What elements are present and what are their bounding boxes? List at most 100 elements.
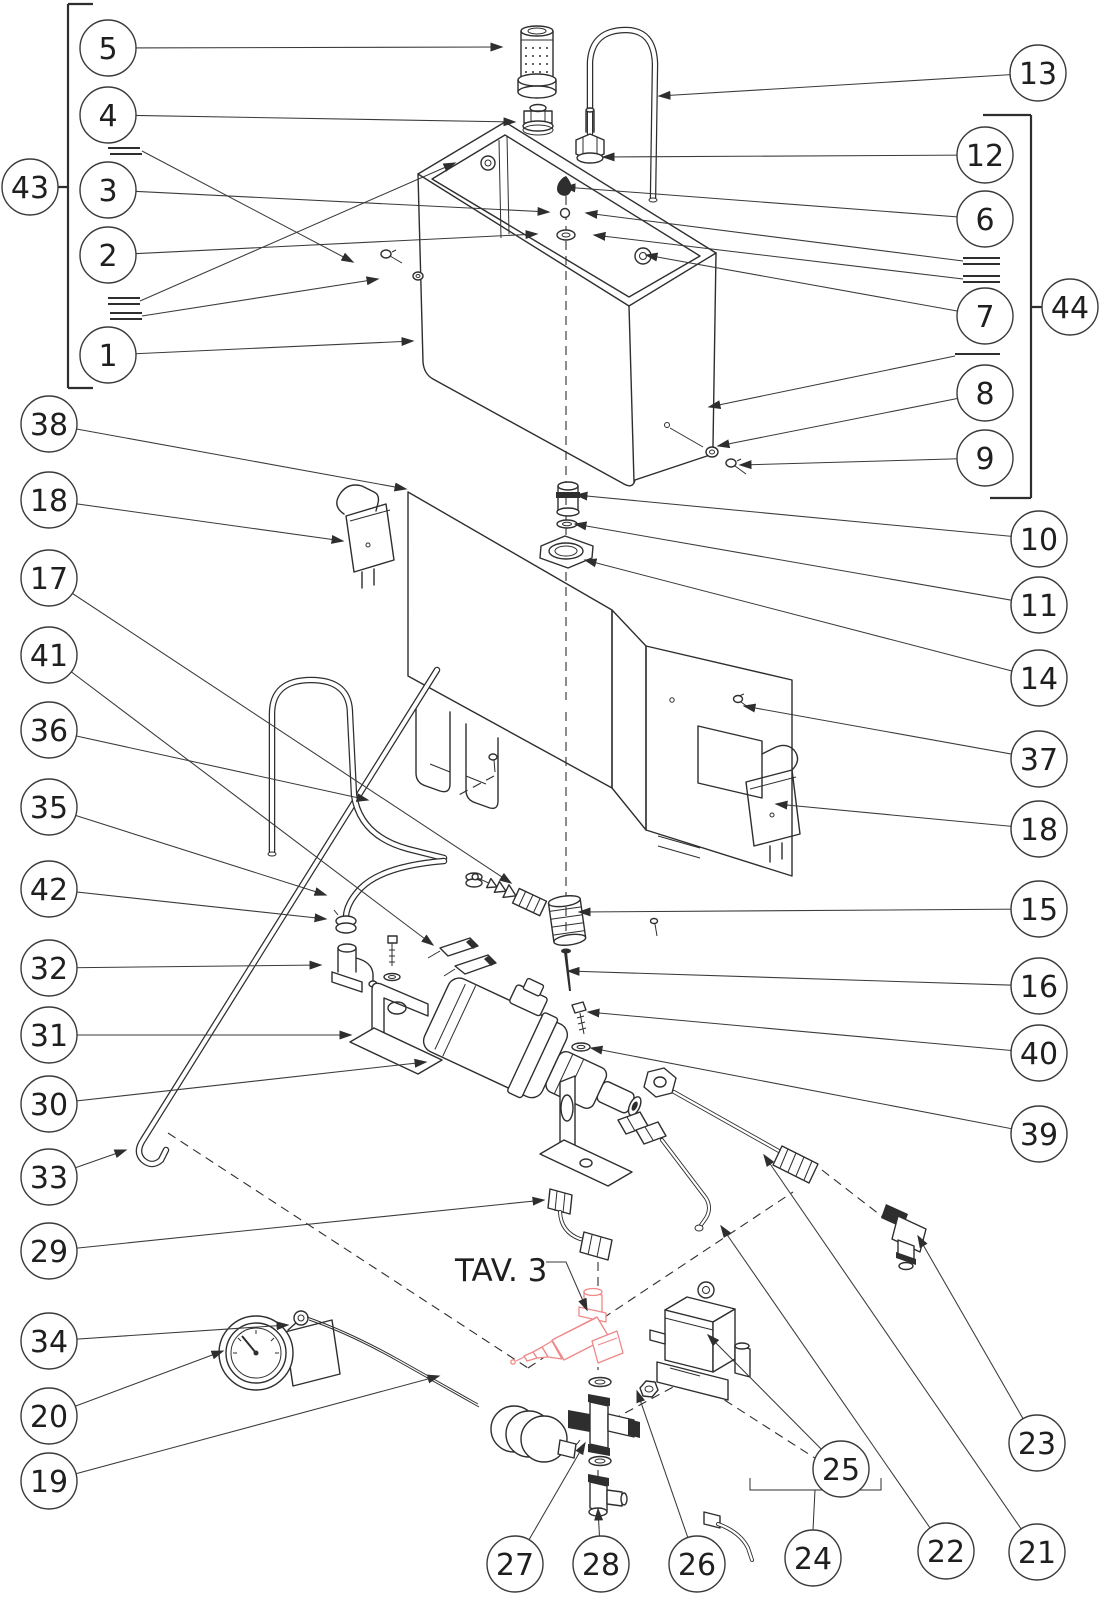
group-bracket-44 bbox=[983, 113, 1042, 500]
pump-bracket-right bbox=[539, 1075, 633, 1187]
callout-number-41: 41 bbox=[30, 639, 68, 674]
callout-number-10: 10 bbox=[1020, 523, 1058, 558]
callout-36: 36 bbox=[20, 701, 370, 802]
screw-16 bbox=[561, 948, 571, 991]
gauge-nut bbox=[293, 1310, 309, 1326]
callout-number-21: 21 bbox=[1018, 1536, 1056, 1571]
pressure-gauge bbox=[218, 1310, 341, 1391]
callout-number-31: 31 bbox=[30, 1019, 68, 1054]
callout-balloon-44 bbox=[1041, 278, 1099, 336]
callout-number-1: 1 bbox=[98, 339, 117, 374]
callout-number-42: 42 bbox=[30, 873, 68, 908]
callout-balloon-30 bbox=[20, 1075, 78, 1133]
callout-balloon-15 bbox=[1010, 880, 1068, 938]
callout-12: 12 bbox=[601, 126, 1014, 184]
ring-nut-14 bbox=[539, 535, 594, 569]
callout-26: 26 bbox=[636, 1389, 726, 1593]
callout-balloon-6 bbox=[956, 190, 1014, 248]
callout-19: 19 bbox=[20, 1374, 441, 1510]
callout-number-37: 37 bbox=[1020, 743, 1058, 778]
callout-number-39: 39 bbox=[1020, 1118, 1058, 1153]
callout-number-36: 36 bbox=[30, 714, 68, 749]
hose-36 bbox=[267, 676, 448, 862]
elbow-32 bbox=[331, 943, 378, 993]
callout-number-13: 13 bbox=[1019, 57, 1057, 92]
callout-4: 4 bbox=[79, 86, 517, 144]
callout-35: 35 bbox=[20, 778, 328, 896]
callout-balloon-26 bbox=[668, 1535, 726, 1593]
spade-connectors-41 bbox=[427, 937, 497, 977]
callout-25: 25 bbox=[706, 1333, 870, 1498]
callout-number-5: 5 bbox=[98, 32, 117, 67]
screw-37 bbox=[732, 693, 753, 711]
solenoid-valve bbox=[649, 1281, 754, 1562]
callout-30: 30 bbox=[20, 1058, 428, 1133]
callout-number-17: 17 bbox=[30, 562, 68, 597]
callout-balloon-2 bbox=[79, 226, 137, 284]
callout-18: 18 bbox=[20, 471, 345, 544]
callout-number-40: 40 bbox=[1020, 1037, 1058, 1072]
callout-43: 43 bbox=[1, 158, 59, 216]
callout-number-15: 15 bbox=[1020, 893, 1058, 928]
callout-balloon-19 bbox=[20, 1452, 78, 1510]
clip-right bbox=[745, 744, 801, 863]
callout-balloon-41 bbox=[20, 626, 78, 684]
callout-balloon-3 bbox=[79, 161, 137, 219]
callout-balloon-38 bbox=[20, 395, 78, 453]
callout-balloon-18 bbox=[1010, 800, 1068, 858]
callout-number-7: 7 bbox=[975, 300, 994, 335]
elbow-28 bbox=[588, 1474, 628, 1517]
callout-number-28: 28 bbox=[582, 1548, 620, 1583]
callout-11: 11 bbox=[573, 521, 1068, 634]
callout-balloon-21 bbox=[1008, 1523, 1066, 1581]
callout-number-23: 23 bbox=[1018, 1427, 1056, 1462]
elbow-pipe-29 bbox=[547, 1188, 613, 1261]
callout-number-25: 25 bbox=[822, 1453, 860, 1488]
washer-39 bbox=[571, 1042, 591, 1052]
callout-number-3: 3 bbox=[98, 174, 117, 209]
callout-6: 6 bbox=[562, 183, 1014, 248]
callout-number-35: 35 bbox=[30, 791, 68, 826]
callout-44: 44 bbox=[1041, 278, 1099, 336]
callout-balloon-29 bbox=[20, 1222, 78, 1280]
callout-20: 20 bbox=[20, 1350, 225, 1445]
callout-balloon-27 bbox=[486, 1535, 544, 1593]
callout-33: 33 bbox=[20, 1148, 128, 1206]
callout-number-24: 24 bbox=[794, 1542, 832, 1577]
callout-balloon-28 bbox=[572, 1535, 630, 1593]
reference-marks bbox=[108, 147, 1000, 410]
callout-39: 39 bbox=[589, 1045, 1068, 1163]
callout-37: 37 bbox=[742, 703, 1068, 788]
tank-outlet-fitting bbox=[539, 481, 594, 569]
callout-8: 8 bbox=[716, 364, 1014, 449]
bracket-screw bbox=[488, 753, 498, 761]
callout-28: 28 bbox=[572, 1507, 630, 1593]
drain-plug bbox=[557, 176, 572, 196]
callout-balloon-40 bbox=[1010, 1024, 1068, 1082]
hose-35 bbox=[342, 857, 448, 920]
callout-balloon-24 bbox=[784, 1529, 842, 1587]
callout-number-12: 12 bbox=[966, 139, 1004, 174]
callout-balloon-1 bbox=[79, 326, 137, 384]
screw-9 bbox=[725, 458, 737, 468]
callout-balloon-20 bbox=[20, 1387, 78, 1445]
screw-small-right bbox=[649, 917, 659, 937]
callout-40: 40 bbox=[586, 1008, 1068, 1082]
callout-1: 1 bbox=[79, 326, 415, 384]
callout-34: 34 bbox=[20, 1312, 290, 1370]
callout-14: 14 bbox=[583, 558, 1068, 707]
callout-balloon-23 bbox=[1008, 1414, 1066, 1472]
callout-21: 21 bbox=[763, 1153, 1066, 1581]
callout-number-22: 22 bbox=[927, 1535, 965, 1570]
callout-42: 42 bbox=[20, 860, 328, 923]
suction-tube bbox=[586, 26, 659, 203]
callout-number-18: 18 bbox=[1020, 813, 1058, 848]
callout-number-38: 38 bbox=[30, 408, 68, 443]
callout-balloon-8 bbox=[956, 364, 1014, 422]
callout-balloon-12 bbox=[956, 126, 1014, 184]
lid-gasket bbox=[556, 229, 576, 241]
callout-3: 3 bbox=[79, 161, 551, 219]
callout-number-9: 9 bbox=[975, 442, 994, 477]
pipe-21 bbox=[643, 1067, 819, 1184]
callout-number-34: 34 bbox=[30, 1325, 68, 1360]
